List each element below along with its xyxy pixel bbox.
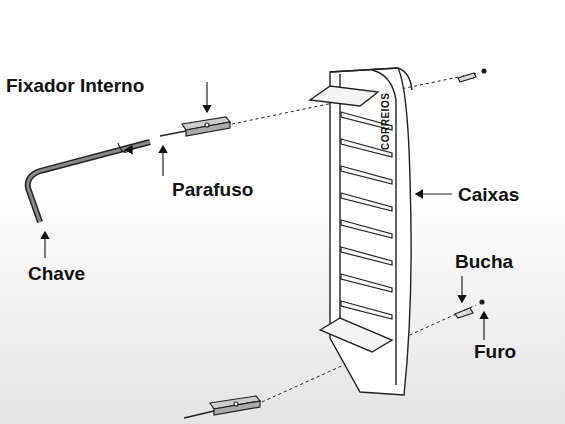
shelf — [341, 220, 392, 238]
mailbox-rack — [310, 68, 412, 395]
part-label: Bucha — [455, 252, 513, 271]
shelf — [341, 301, 392, 319]
leader-arrow — [162, 146, 163, 176]
part-label: Fixador Interno — [6, 76, 144, 95]
part-label: Caixas — [458, 185, 519, 204]
leader-arrow — [461, 276, 462, 302]
shelf — [341, 247, 392, 265]
leader-arrow — [44, 232, 45, 258]
leader-arrow — [206, 82, 207, 112]
rotation-arrow — [118, 143, 132, 152]
top-screw — [458, 73, 476, 82]
wall-hole — [482, 69, 486, 73]
brand-text: CORREIOS — [381, 93, 391, 150]
leader-arrow — [416, 193, 452, 194]
shelf — [341, 274, 392, 292]
hex-key — [28, 142, 150, 222]
shelf — [341, 166, 392, 184]
leader-arrow — [483, 312, 484, 340]
part-label: Furo — [474, 342, 516, 361]
shelf — [341, 193, 392, 211]
wall-hole — [480, 300, 484, 304]
part-label: Chave — [28, 264, 85, 283]
screw — [184, 411, 214, 418]
screw — [160, 131, 186, 136]
part-label: Parafuso — [172, 180, 253, 199]
bucha-anchor — [455, 308, 473, 318]
